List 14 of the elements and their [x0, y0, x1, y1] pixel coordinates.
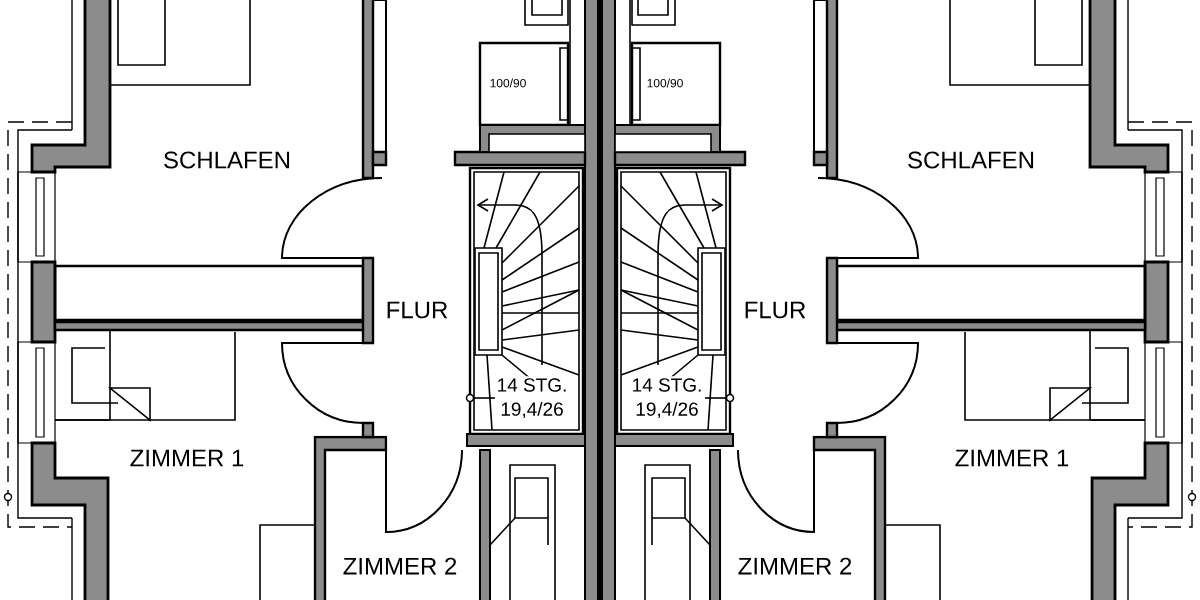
room-label: ZIMMER 1	[955, 449, 1069, 467]
room-label: SCHLAFEN	[908, 151, 1034, 169]
stair-label: 19,4/26	[498, 399, 566, 421]
stair-label: 14 STG.	[494, 376, 570, 394]
stair-label: 14 STG.	[629, 376, 705, 394]
room-label: ZIMMER 1	[130, 449, 244, 467]
size-label: 100/90	[647, 78, 683, 88]
room-label: FLUR	[387, 301, 448, 319]
room-label: ZIMMER 2	[738, 557, 852, 575]
room-label: FLUR	[745, 301, 806, 319]
room-label: ZIMMER 2	[343, 557, 457, 575]
stair-label: 19,4/26	[633, 399, 701, 421]
room-label: SCHLAFEN	[164, 151, 290, 169]
size-label: 100/90	[490, 78, 526, 88]
